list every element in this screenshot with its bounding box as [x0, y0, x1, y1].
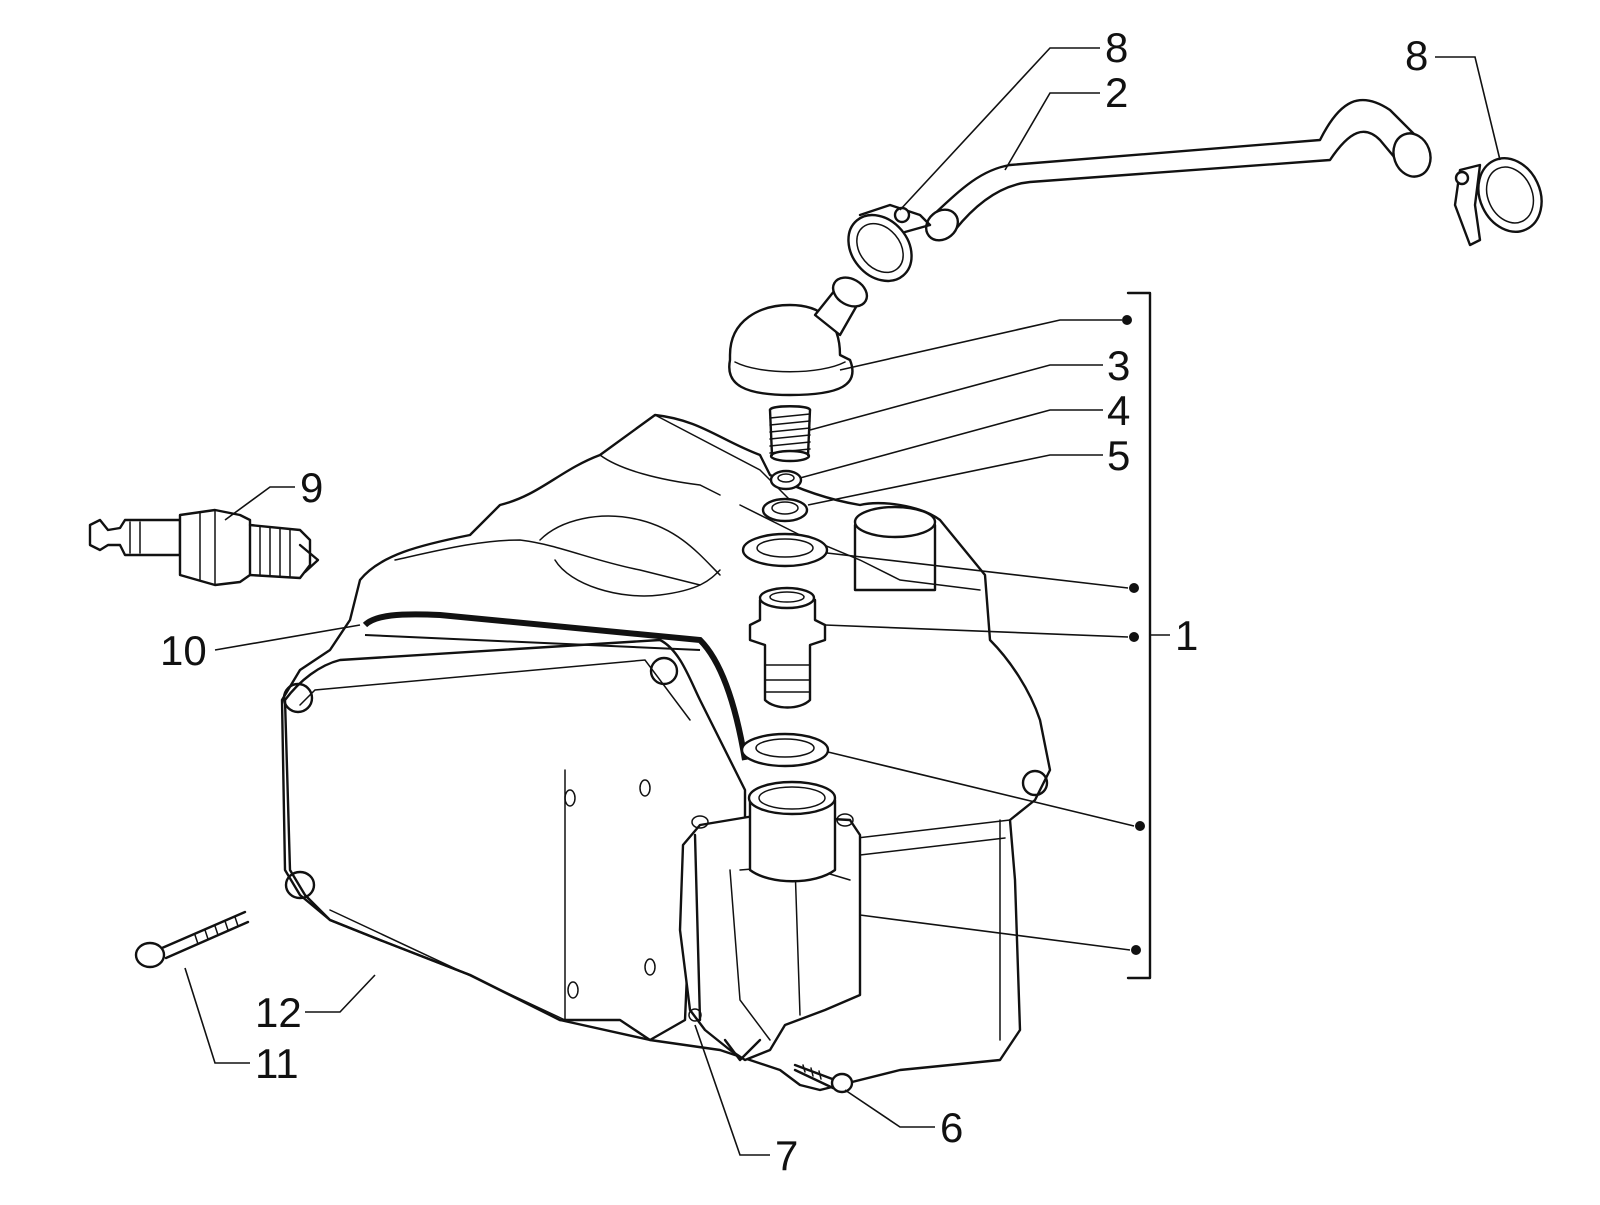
callout-labels: 8 2 8 3 4 5 9 10 1 12 11 6 7: [160, 24, 1428, 1179]
spring: [768, 405, 812, 463]
spark-plug: [88, 508, 320, 587]
hose-clamp-right: [1453, 157, 1543, 247]
screw: [793, 1063, 854, 1094]
callout-5: 5: [1107, 432, 1130, 479]
callout-11: 11: [255, 1040, 299, 1087]
callout-4: 4: [1107, 387, 1130, 434]
lower-o-ring: [740, 732, 830, 768]
callout-10: 10: [160, 627, 207, 674]
callout-12: 12: [255, 989, 302, 1036]
cylinder-head-cover: [280, 413, 1052, 1092]
callout-7: 7: [775, 1132, 798, 1179]
seat-ring: [761, 497, 809, 523]
upper-o-ring: [741, 532, 829, 568]
cover-gasket: [362, 611, 748, 761]
callout-3: 3: [1107, 342, 1130, 389]
assembly-bracket: [1122, 291, 1170, 980]
cover-bolt: [134, 910, 250, 969]
callout-1: 1: [1175, 612, 1198, 659]
breather-hose: [924, 98, 1432, 242]
valve-stem: [748, 586, 827, 709]
breather-cap: [728, 276, 869, 397]
callout-2: 2: [1105, 69, 1128, 116]
leader-lines: [184, 47, 1501, 1156]
callout-9: 9: [300, 464, 323, 511]
breather-housing: [678, 780, 862, 1062]
valve-disc: [769, 469, 803, 491]
callout-8-right: 8: [1405, 32, 1428, 79]
callout-6: 6: [940, 1104, 963, 1151]
callout-8-left: 8: [1105, 24, 1128, 71]
